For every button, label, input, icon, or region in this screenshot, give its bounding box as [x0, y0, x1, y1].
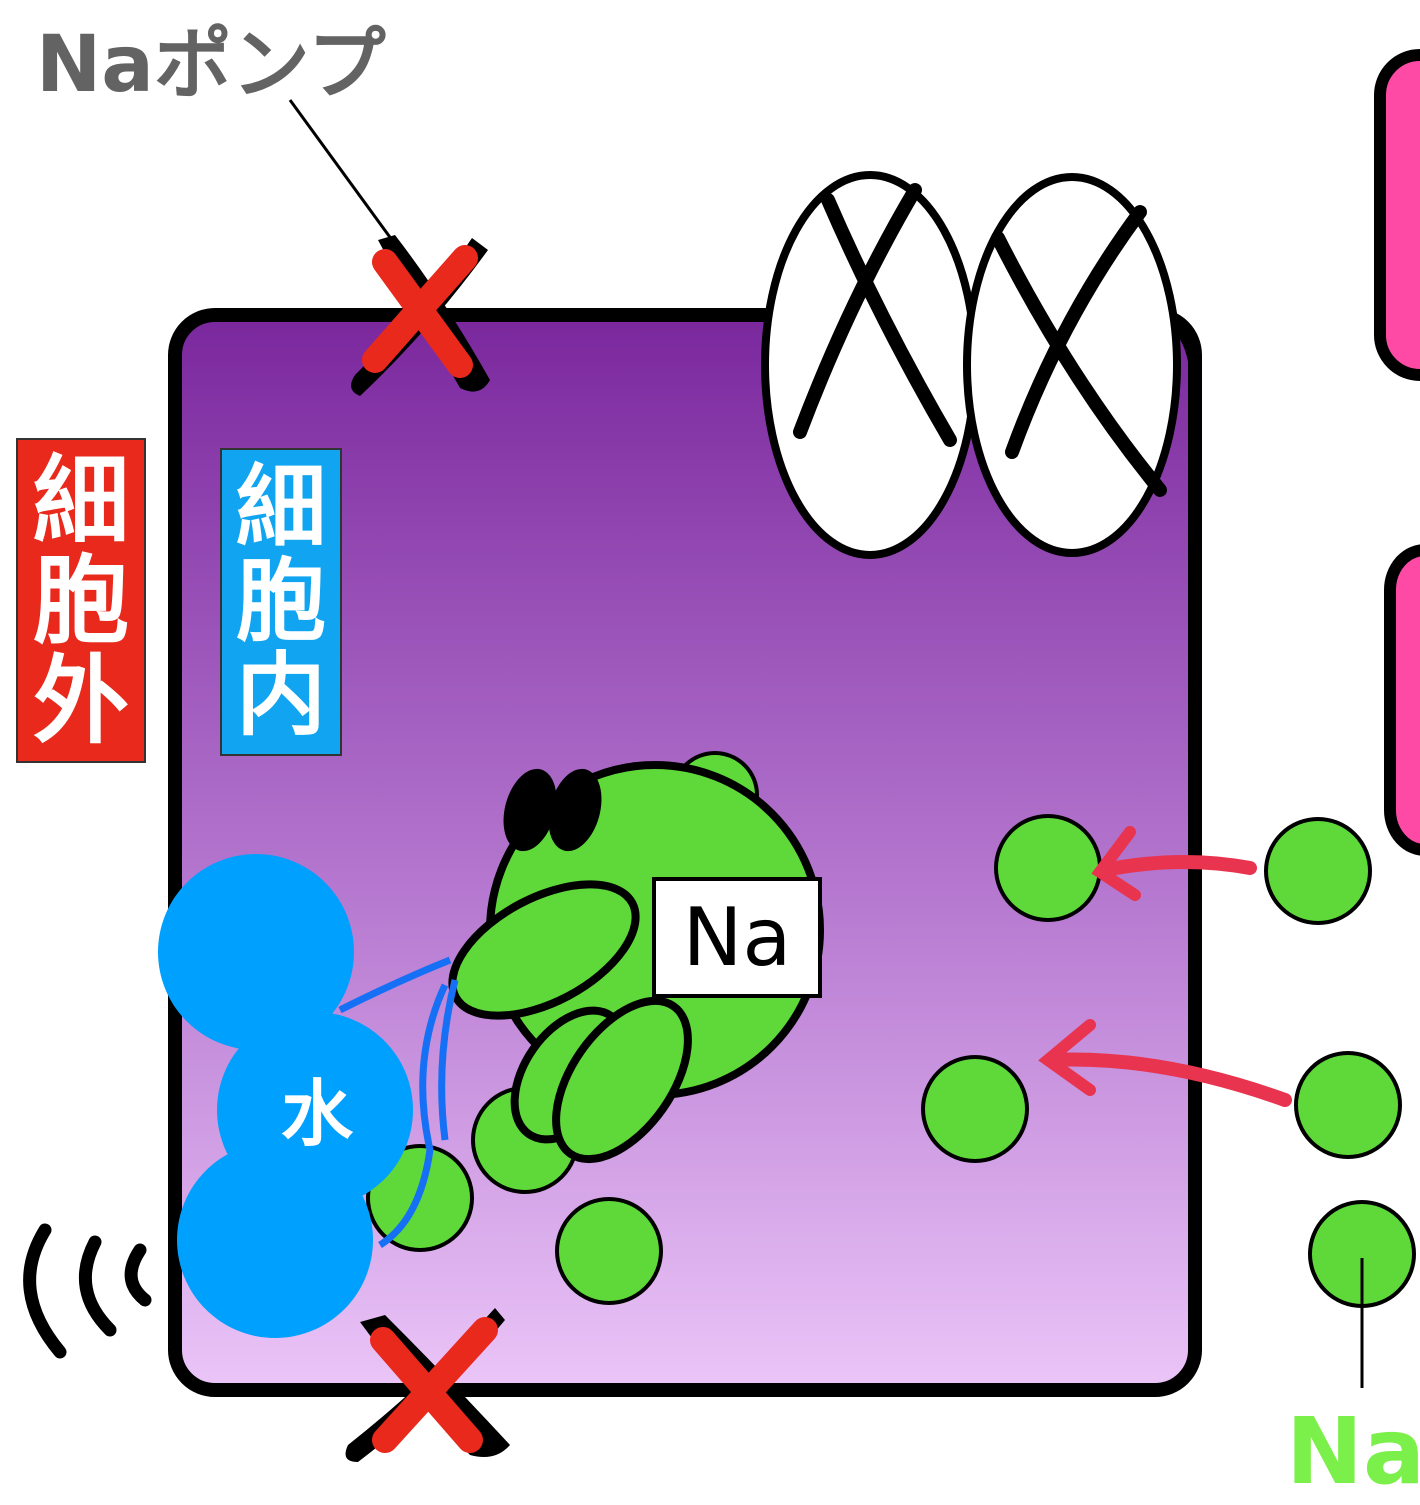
na-particle — [555, 1197, 663, 1305]
extracellular-char: 胞 — [33, 544, 129, 657]
pump-bottom-broken-icon — [345, 1308, 510, 1462]
intracellular-char: 胞 — [236, 549, 326, 654]
pink-box-middle — [1384, 544, 1420, 856]
na-tag-text: Na — [682, 891, 792, 984]
pump-label: Naポンプ — [36, 20, 386, 110]
crossed-oval-2-icon — [963, 173, 1200, 557]
na-particle-outside — [1264, 817, 1372, 925]
motion-lines-icon — [23, 1223, 152, 1359]
na-particle-outside — [1294, 1051, 1402, 1159]
pink-box-top — [1374, 49, 1420, 381]
extracellular-char: 外 — [33, 644, 129, 757]
water-molecule — [158, 854, 459, 1338]
extracellular-char: 細 — [33, 444, 129, 557]
influx-arrow-icon — [1038, 1019, 1292, 1107]
influx-arrow-icon — [1091, 826, 1257, 901]
na-label: Na — [1286, 1398, 1420, 1505]
intracellular-label: 細 胞 内 — [220, 448, 342, 756]
na-particle — [994, 814, 1102, 922]
pump-leader-line — [288, 99, 394, 241]
pump-top-broken-icon — [351, 235, 490, 396]
intracellular-char: 細 — [236, 455, 326, 560]
na-character-tag: Na — [652, 877, 822, 998]
extracellular-label: 細 胞 外 — [16, 438, 146, 763]
crossed-oval-1-icon — [761, 171, 979, 559]
water-label: 水 — [280, 1072, 353, 1156]
intracellular-char: 内 — [236, 643, 326, 748]
na-particle — [921, 1055, 1029, 1163]
